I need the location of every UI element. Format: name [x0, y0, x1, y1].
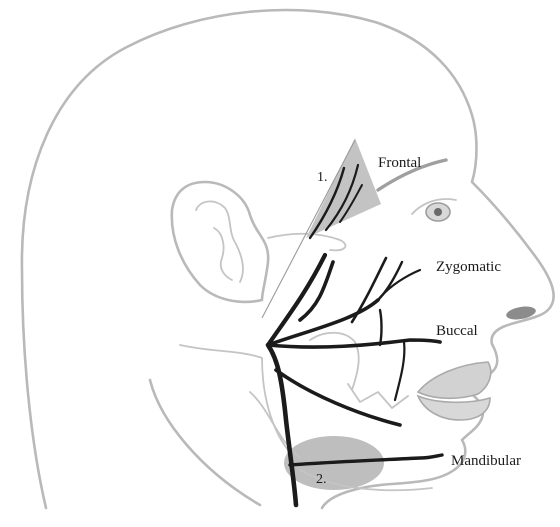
- masseter-contour: [310, 333, 359, 390]
- neck-outline: [150, 380, 260, 505]
- ear-inner-fold: [196, 201, 243, 282]
- label-zone-2: 2.: [316, 472, 327, 487]
- upper-teeth: [418, 362, 491, 398]
- label-zygomatic: Zygomatic: [436, 259, 501, 275]
- cheek-contour: [268, 234, 345, 251]
- label-mandibular: Mandibular: [451, 453, 521, 469]
- label-frontal: Frontal: [378, 155, 421, 171]
- label-zone-1: 1.: [317, 170, 328, 185]
- eye-pupil: [434, 208, 442, 216]
- zygomatic-branch-nerves: [268, 258, 420, 345]
- zone-1-shaded-triangle: [306, 138, 381, 238]
- ear-inner-fold-2: [214, 228, 232, 280]
- reference-line: [262, 140, 355, 318]
- ear-outline: [172, 182, 268, 302]
- label-buccal: Buccal: [436, 323, 478, 339]
